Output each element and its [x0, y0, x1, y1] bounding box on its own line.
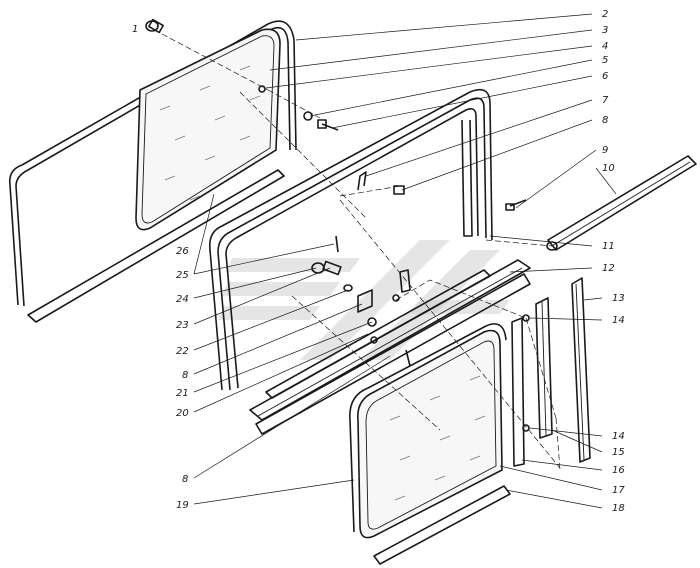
- lower-channel-rail: [249, 259, 531, 435]
- callout-8-top: 8: [602, 115, 608, 126]
- callout-20: 20: [176, 408, 189, 419]
- callout-12: 12: [602, 263, 615, 274]
- callout-18: 18: [612, 503, 625, 514]
- callout-labels: 1 2 3 4 5 6 7 8 9 10 11 12 13 14 14 15 1…: [132, 9, 625, 514]
- callout-13: 13: [612, 293, 625, 304]
- callout-11: 11: [602, 241, 615, 252]
- callout-9: 9: [602, 145, 608, 156]
- callout-21: 21: [176, 388, 189, 399]
- lower-glass-panel: [349, 323, 507, 539]
- callout-16: 16: [612, 465, 625, 476]
- callout-23: 23: [176, 320, 189, 331]
- callout-10: 10: [602, 163, 615, 174]
- callout-7: 7: [602, 95, 609, 106]
- bottom-channel-18: [373, 485, 511, 565]
- callout-leaders: [193, 13, 617, 509]
- callout-25: 25: [176, 270, 189, 281]
- callout-3: 3: [602, 25, 608, 36]
- right-rail-10: [546, 155, 697, 251]
- watermark-logo: [218, 240, 510, 360]
- callout-22: 22: [176, 346, 189, 357]
- callout-4: 4: [602, 41, 608, 52]
- callout-8-middle: 8: [182, 370, 188, 381]
- vertical-channels: [511, 277, 591, 467]
- assembly-dash-lines: [161, 33, 561, 471]
- bracket-and-bolt: [357, 171, 527, 211]
- callout-15: 15: [612, 447, 625, 458]
- upper-glass-panel: [135, 28, 281, 231]
- callout-8-bottom: 8: [182, 474, 188, 485]
- callout-26: 26: [176, 246, 189, 257]
- callout-17: 17: [612, 485, 625, 496]
- callout-14-upper: 14: [612, 315, 625, 326]
- callout-6: 6: [602, 71, 608, 82]
- callout-2: 2: [602, 9, 608, 20]
- callout-19: 19: [176, 500, 189, 511]
- callout-1: 1: [132, 24, 138, 35]
- callout-14-lower: 14: [612, 431, 625, 442]
- callout-5: 5: [602, 55, 608, 66]
- handle-knob: [145, 18, 164, 34]
- washer-nut-screw: [258, 85, 339, 131]
- callout-24: 24: [176, 294, 189, 305]
